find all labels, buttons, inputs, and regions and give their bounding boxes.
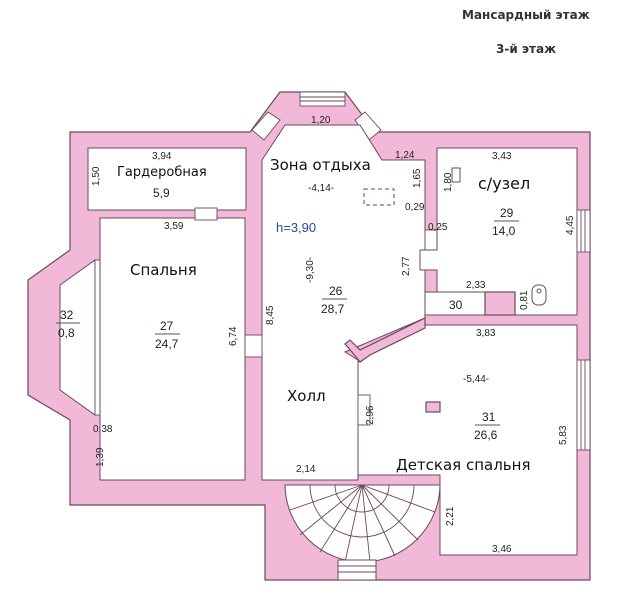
dim-bedroom-corner-h: 1,39 [95,447,106,467]
toilet-icon [531,284,547,306]
number-kids: 31 [482,410,496,424]
dim-bath-right: 4,45 [565,215,576,235]
dim-kids-top: 3,83 [476,328,496,339]
area-bedroom: 24,7 [155,337,179,351]
dim-wardrobe-left: 1,50 [91,166,102,186]
bay-window-top [251,91,382,141]
floor-subtitle: 3-й этаж [496,42,557,56]
number-lounge: 26 [329,284,343,298]
dim-bath-top: 3,43 [492,151,512,162]
kids-door [357,394,371,426]
kids-window [576,359,591,451]
dim-kids-bottom: 3,46 [492,544,512,555]
label-lounge: Зона отдыха [270,156,371,174]
dim-hall-right: 2,96 [365,405,376,425]
dim-lounge-width: -4,14- [308,183,334,194]
dim-lounge-right-top: 1,24 [395,150,415,161]
number-bedroom: 27 [160,319,174,333]
bedroom-door [194,207,218,221]
bay-window-center [299,91,346,107]
dim-bath-bottom: 2,33 [466,280,486,291]
dim-lounge-left: 8,45 [265,305,276,325]
dim-hall-stair: 2,14 [296,464,316,475]
dim-lounge-bay-top: 1,20 [311,115,331,126]
dim-lounge-length: -9,30- [305,257,316,283]
room-wardrobe [87,147,247,211]
bay-window-left [251,111,281,141]
lounge-niche-marker [363,188,395,206]
area-bathroom: 14,0 [492,224,516,238]
hall-door-left [244,334,263,358]
ceiling-height: h=3,90 [276,220,316,235]
area-lounge: 28,7 [321,302,345,316]
area-kids: 26,6 [474,428,498,442]
spiral-staircase [284,484,441,581]
dim-wardrobe-top: 3,94 [152,151,172,162]
bath-fixture-icon [451,167,461,183]
label-kids-bedroom: Детская спальня [396,456,530,474]
label-hall: Холл [287,387,326,405]
dim-bedroom-right: 6,74 [228,326,239,346]
area-wardrobe: 5,9 [153,186,170,200]
room-bathroom [419,147,578,316]
dim-bath-fixture: 1,80 [443,172,454,192]
label-bathroom: с/узел [478,174,530,193]
number-bathroom: 29 [500,206,514,220]
dim-kids-width: -5,44- [463,374,489,385]
kids-column [425,401,441,413]
dim-bedroom-corner-w: 0,38 [93,424,113,435]
label-wardrobe: Гардеробная [117,165,207,180]
dim-bath-wall: 0,25 [428,222,448,233]
dim-lounge-right-lower: 2,77 [401,256,412,276]
closet-wall-fill [484,291,516,316]
label-bedroom: Спальня [130,261,197,279]
number-closet: 30 [449,298,463,312]
dim-kids-right: 5,83 [558,425,569,445]
dim-wardrobe-bottom: 3,59 [164,221,184,232]
diagonal-partition [344,317,426,363]
area-bay: 0,8 [58,326,75,340]
number-bay: 32 [60,308,74,322]
dim-bath-door: 0,81 [519,290,530,310]
dim-lounge-right-upper: 1,65 [412,168,423,188]
dim-lounge-niche: 0,29 [405,202,425,213]
bathroom-window [576,209,591,253]
dim-kids-left-lower: 2,21 [445,506,456,526]
floor-title: Мансардный этаж [462,8,590,22]
